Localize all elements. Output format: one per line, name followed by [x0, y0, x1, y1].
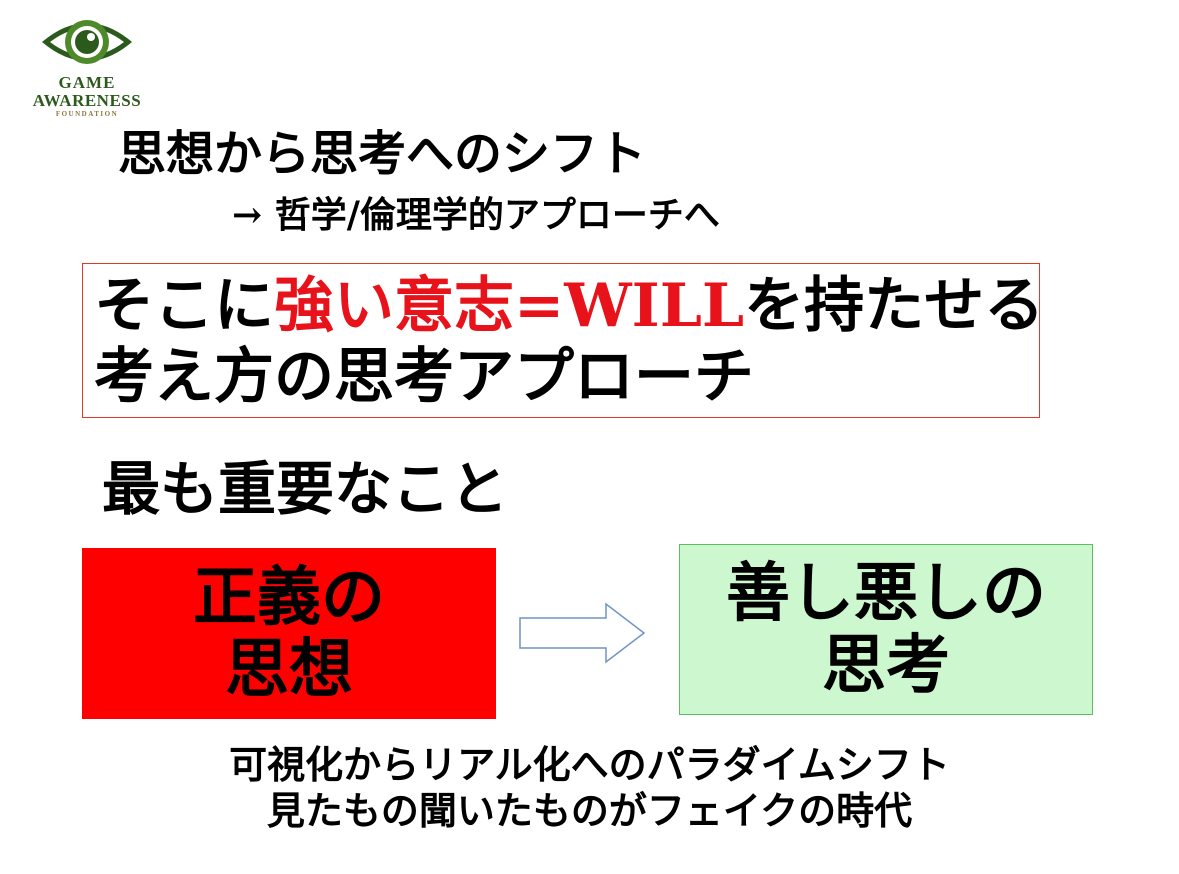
footer-line1: 可視化からリアル化へのパラダイムシフト [229, 742, 950, 787]
foundation-logo: GAME AWARENESS FOUNDATION [22, 12, 152, 120]
will-prefix-text: そこに [94, 271, 274, 341]
good-evil-box-line2: 思考 [822, 627, 950, 703]
logo-text-game: GAME [58, 73, 116, 92]
will-highlight-text: 強い意志=WILL [274, 271, 745, 341]
subtitle: → 哲学/倫理学的アプローチへ [232, 194, 720, 236]
good-evil-box-line1: 善し悪しの [726, 555, 1046, 631]
will-box [82, 263, 1040, 418]
page-title: 思想から思考へのシフト [118, 126, 647, 182]
justice-box-line2: 思想 [225, 631, 353, 707]
will-box-line1: そこに強い意志=WILLを持たせる [94, 272, 1044, 341]
will-box-line2: 考え方の思考アプローチ [94, 342, 754, 412]
logo-text-awareness: AWARENESS [32, 91, 142, 110]
good-evil-thinking-box: 善し悪しの 思考 [679, 544, 1093, 715]
justice-box-line1: 正義の [193, 559, 385, 635]
logo-text-foundation: FOUNDATION [55, 110, 119, 118]
footer-text: 可視化からリアル化へのパラダイムシフト 見たもの聞いたものがフェイクの時代 [0, 742, 1179, 833]
right-arrow-icon [519, 602, 646, 664]
justice-ideology-box: 正義の 思想 [82, 548, 496, 719]
eye-icon [42, 20, 132, 64]
important-heading: 最も重要なこと [102, 455, 509, 523]
will-suffix-text: を持たせる [744, 271, 1045, 341]
footer-line2: 見たもの聞いたものがフェイクの時代 [266, 787, 913, 833]
